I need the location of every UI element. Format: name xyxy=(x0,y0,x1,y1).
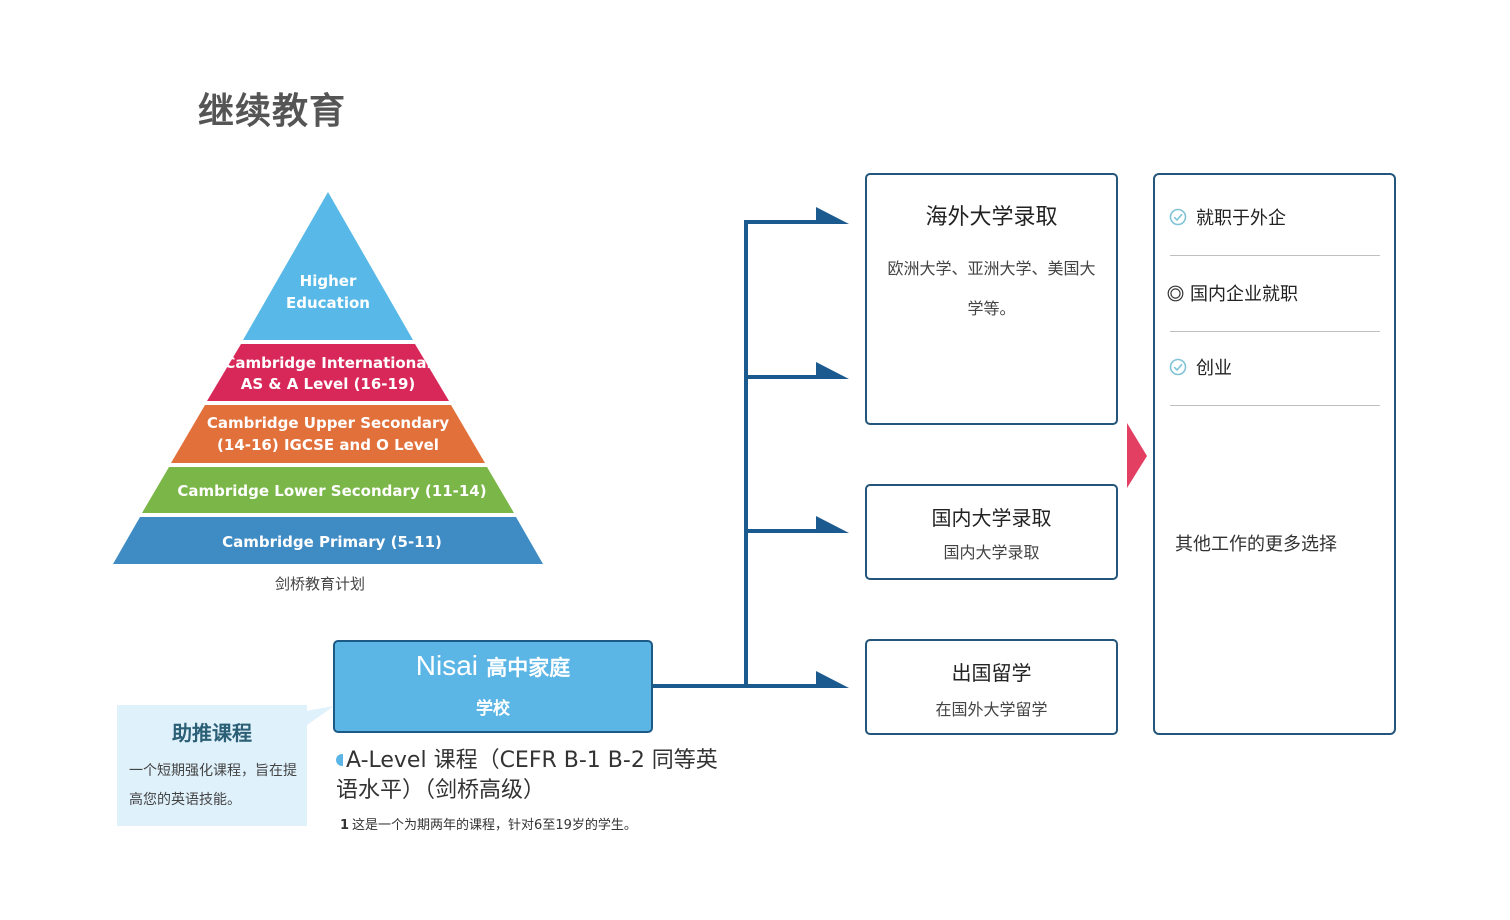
pyramid-graphic: Higher Education Cambridge International… xyxy=(113,192,543,564)
callout-pointer-shape xyxy=(300,706,334,730)
bullet-icon xyxy=(336,754,343,766)
outcome-title: 出国留学 xyxy=(951,661,1032,685)
school-brand: Nisai xyxy=(415,650,478,681)
outcome-subtitle: 在国外大学留学 xyxy=(935,700,1048,719)
arrowhead-domestic xyxy=(816,516,849,533)
connector-horizontal-from-school xyxy=(653,684,749,688)
check-circle-icon xyxy=(1169,208,1187,226)
pyramid-caption: 剑桥教育计划 xyxy=(274,575,365,593)
course-title-text: A-Level 课程（CEFR B-1 B-2 同等英语水平）（剑桥高级） xyxy=(336,748,718,803)
divider xyxy=(1170,255,1380,256)
career-item[interactable]: 国内企业就职 xyxy=(1167,273,1380,313)
pink-arrow-icon xyxy=(1127,423,1147,488)
divider xyxy=(1170,405,1380,406)
page-title: 继续教育 xyxy=(198,91,347,132)
outcome-title: 国内大学录取 xyxy=(931,506,1052,530)
arrowhead-overseas xyxy=(816,207,849,224)
pyramid-label: Cambridge Upper Secondary xyxy=(207,414,449,432)
career-item[interactable]: 就职于外企 xyxy=(1169,197,1380,237)
pyramid-label: AS & A Level (16-19) xyxy=(241,375,416,393)
school-name-line1: Nisai 高中家庭 xyxy=(335,650,651,682)
pyramid-label: (14-16) IGCSE and O Level xyxy=(217,436,439,454)
double-ring-icon xyxy=(1167,285,1184,301)
pyramid-label: Cambridge International xyxy=(224,354,431,372)
pyramid-label: Education xyxy=(286,294,370,312)
pyramid-label: Higher xyxy=(300,272,357,290)
pyramid-label: Cambridge Lower Secondary (11-14) xyxy=(177,482,486,500)
outcome-title: 海外大学录取 xyxy=(925,205,1058,230)
pink-arrow-shape xyxy=(1127,423,1147,488)
divider xyxy=(1170,331,1380,332)
outcome-study-abroad[interactable]: 出国留学 在国外大学留学 xyxy=(865,639,1118,735)
callout-body: 一个短期强化课程，旨在提高您的英语技能。 xyxy=(129,763,297,808)
callout-pointer xyxy=(300,706,334,730)
course-description-text: 这是一个为期两年的课程，针对6至19岁的学生。 xyxy=(352,818,637,833)
connector-branch-overseas xyxy=(744,220,819,224)
career-item[interactable]: 创业 xyxy=(1169,347,1380,387)
pyramid-level-lower-secondary xyxy=(142,467,514,513)
career-label: 国内企业就职 xyxy=(1190,284,1298,305)
outcome-domestic-admission[interactable]: 国内大学录取 国内大学录取 xyxy=(865,484,1118,580)
course-title: A-Level 课程（CEFR B-1 B-2 同等英语水平）（剑桥高级） xyxy=(336,746,736,806)
arrowhead-abroad xyxy=(816,671,849,688)
connector-branch-domestic xyxy=(744,529,819,533)
connector-trunk xyxy=(744,220,748,688)
connector-group xyxy=(653,207,849,688)
arrowhead-overseas-2 xyxy=(816,362,849,379)
connector-branch-overseas-2 xyxy=(744,375,819,379)
course-marker: 1 xyxy=(340,818,350,833)
pyramid-level-as-a-level xyxy=(207,344,449,401)
pyramid-label: Cambridge Primary (5-11) xyxy=(222,533,442,551)
outcome-subtitle: 欧洲大学、亚洲大学、美国大学等。 xyxy=(887,259,1096,318)
cambridge-pyramid: Higher Education Cambridge International… xyxy=(110,190,546,570)
pyramid-level-upper-secondary xyxy=(171,405,485,463)
outcome-subtitle: 国内大学录取 xyxy=(943,543,1040,562)
career-options-box: 就职于外企 国内企业就职 创业 其他工作的更多选择 xyxy=(1153,173,1396,735)
check-circle-icon xyxy=(1169,358,1187,376)
pyramid-level-primary xyxy=(113,517,543,564)
callout-title: 助推课程 xyxy=(172,721,252,745)
outcome-overseas-admission[interactable]: 海外大学录取 欧洲大学、亚洲大学、美国大学等。 xyxy=(865,173,1118,425)
career-label: 就职于外企 xyxy=(1196,208,1286,229)
career-label: 创业 xyxy=(1196,358,1232,379)
booster-course-callout: 助推课程 一个短期强化课程，旨在提高您的英语技能。 xyxy=(117,705,307,826)
school-name: 高中家庭 xyxy=(486,656,571,680)
pyramid-level-higher-education xyxy=(243,192,413,340)
career-more-options: 其他工作的更多选择 xyxy=(1175,534,1337,555)
school-name-line2: 学校 xyxy=(476,699,510,719)
connector-branch-abroad xyxy=(744,684,819,688)
school-box[interactable]: Nisai 高中家庭 学校 xyxy=(333,640,653,733)
